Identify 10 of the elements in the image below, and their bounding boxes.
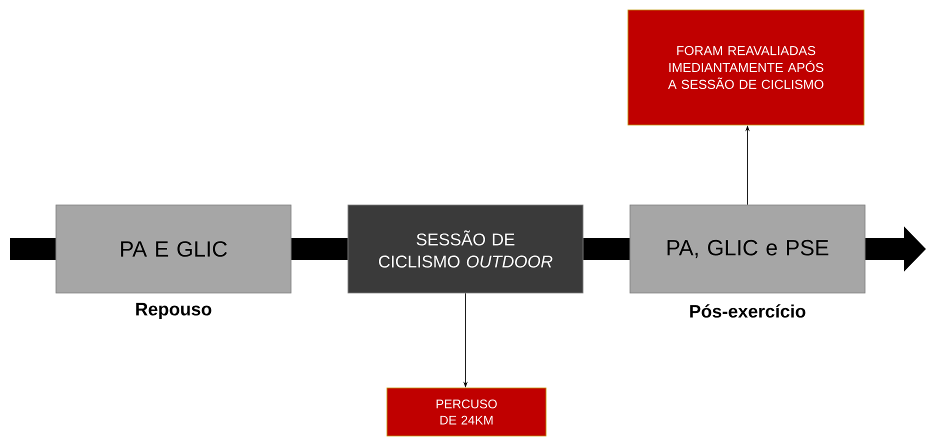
process-box: SESSÃO DE CICLISMO OUTDOOR bbox=[348, 204, 584, 294]
process-box: PA E GLIC bbox=[56, 204, 292, 294]
callout-box: FORAM REAVALIADAS IMEDIANTAMENTE APÓS A SESSÃO DE CICLISMO bbox=[628, 10, 864, 126]
caption-text: Pós-exercício bbox=[690, 304, 806, 318]
timeline-band bbox=[583, 238, 630, 260]
caption-text: Repouso bbox=[136, 302, 212, 320]
timeline-band bbox=[10, 238, 56, 260]
timeline-band bbox=[291, 238, 348, 260]
process-box: PA, GLIC e PSE bbox=[630, 204, 866, 294]
callout-box: PERCUSO DE 24KM bbox=[386, 388, 546, 436]
